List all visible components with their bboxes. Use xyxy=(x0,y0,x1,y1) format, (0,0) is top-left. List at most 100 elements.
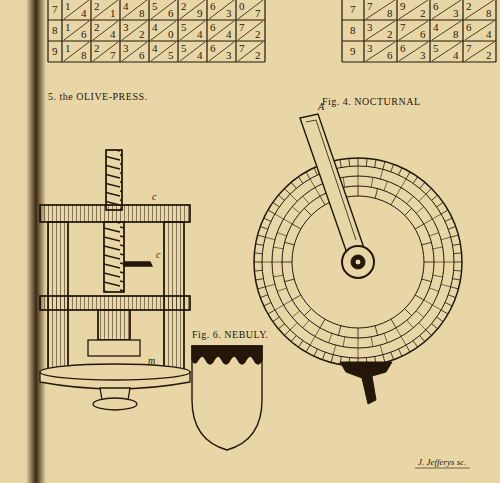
table-digit: 5 xyxy=(181,22,187,33)
rule-line xyxy=(265,237,275,240)
rule-line xyxy=(209,21,234,40)
rule-line xyxy=(384,181,387,190)
rule-line xyxy=(298,341,303,348)
table-digit: 7 xyxy=(400,22,406,33)
rule-line xyxy=(273,202,280,207)
table-digit: 3 xyxy=(367,43,373,54)
rule-line xyxy=(291,336,296,342)
table-digit: 6 xyxy=(81,29,87,40)
table-digit: 8 xyxy=(139,8,145,19)
table-digit: 9 xyxy=(400,1,406,12)
callout-letter: c xyxy=(152,192,156,202)
rule-line xyxy=(422,242,432,245)
rule-line xyxy=(441,284,451,287)
rule-line xyxy=(320,196,325,205)
table-digit: 2 xyxy=(139,29,145,40)
table-digit: 3 xyxy=(123,43,129,54)
rule-line xyxy=(432,42,461,61)
rule-line xyxy=(338,326,341,336)
rule-line xyxy=(375,326,378,336)
table-digit: 1 xyxy=(65,22,71,33)
rule-line xyxy=(363,0,364,62)
rule-line xyxy=(151,21,176,40)
rule-line xyxy=(90,0,91,62)
rule-line xyxy=(306,172,310,179)
rule-line xyxy=(282,262,292,263)
callout-letter: m xyxy=(148,356,155,366)
rule-line xyxy=(329,333,332,342)
rule-line xyxy=(429,0,430,62)
rule-line xyxy=(315,328,320,337)
signature-rule xyxy=(415,468,470,469)
table-digit: 4 xyxy=(123,1,129,12)
table-digit: 2 xyxy=(255,29,261,40)
rule-line xyxy=(441,237,451,240)
rule-line xyxy=(444,262,454,263)
rule-line xyxy=(119,0,120,62)
rule-line xyxy=(306,345,310,352)
rule-line xyxy=(371,177,373,187)
rule-line xyxy=(358,348,359,358)
rule-line xyxy=(399,0,428,19)
rule-line xyxy=(304,309,311,316)
table-digit: 6 xyxy=(139,50,145,61)
table-digit: 7 xyxy=(239,22,245,33)
rule-line xyxy=(298,177,303,184)
table-digit: 8 xyxy=(387,8,393,19)
rule-line xyxy=(434,262,444,263)
callout-letter: c xyxy=(156,250,160,260)
table-digit: 3 xyxy=(367,22,373,33)
table-digit: 8 xyxy=(486,8,492,19)
table-digit: 1 xyxy=(65,1,71,12)
rule-line xyxy=(290,194,297,201)
rule-line xyxy=(429,233,438,236)
rule-line xyxy=(432,214,441,219)
rule-line xyxy=(206,0,207,62)
rule-line xyxy=(304,208,311,215)
rule-line xyxy=(433,275,443,277)
rule-line xyxy=(465,42,494,61)
rule-line xyxy=(432,305,441,310)
rule-line xyxy=(177,0,178,62)
rule-line xyxy=(93,21,118,40)
table-digit: 2 xyxy=(387,29,393,40)
rule-line xyxy=(384,333,387,342)
rule-line xyxy=(122,42,147,61)
table-digit: 6 xyxy=(210,43,216,54)
table-digit: 1 xyxy=(110,8,116,19)
table-digit: 6 xyxy=(466,22,472,33)
rule-line xyxy=(256,244,264,245)
rule-line xyxy=(358,166,359,176)
table-digit: 5 xyxy=(433,43,439,54)
rule-line xyxy=(441,310,448,314)
rule-line xyxy=(285,279,295,282)
table-digit: 4 xyxy=(152,22,158,33)
table-digit: 9 xyxy=(197,8,203,19)
rule-line xyxy=(272,262,282,263)
table-digit: 6 xyxy=(420,29,426,40)
rule-line xyxy=(366,0,395,19)
rule-line xyxy=(151,42,176,61)
table-digit: 2 xyxy=(94,1,100,12)
page-edge xyxy=(26,0,46,483)
rule-line xyxy=(371,337,373,347)
rule-line xyxy=(451,287,459,289)
rule-line xyxy=(291,182,296,188)
rule-line xyxy=(277,233,286,236)
rule-line xyxy=(93,42,118,61)
rule-line xyxy=(445,218,452,221)
rule-line xyxy=(437,317,444,322)
rule-line xyxy=(342,19,496,20)
rule-line xyxy=(406,345,410,352)
table-digit: 8 xyxy=(453,29,459,40)
rule-line xyxy=(258,235,266,237)
table-digit: 6 xyxy=(433,1,439,12)
rule-line xyxy=(462,0,463,62)
rule-line xyxy=(495,0,496,62)
rule-line xyxy=(358,328,359,338)
rule-line xyxy=(277,288,286,291)
table-digit: 3 xyxy=(453,8,459,19)
rule-line xyxy=(451,235,459,237)
rule-line xyxy=(396,0,397,62)
